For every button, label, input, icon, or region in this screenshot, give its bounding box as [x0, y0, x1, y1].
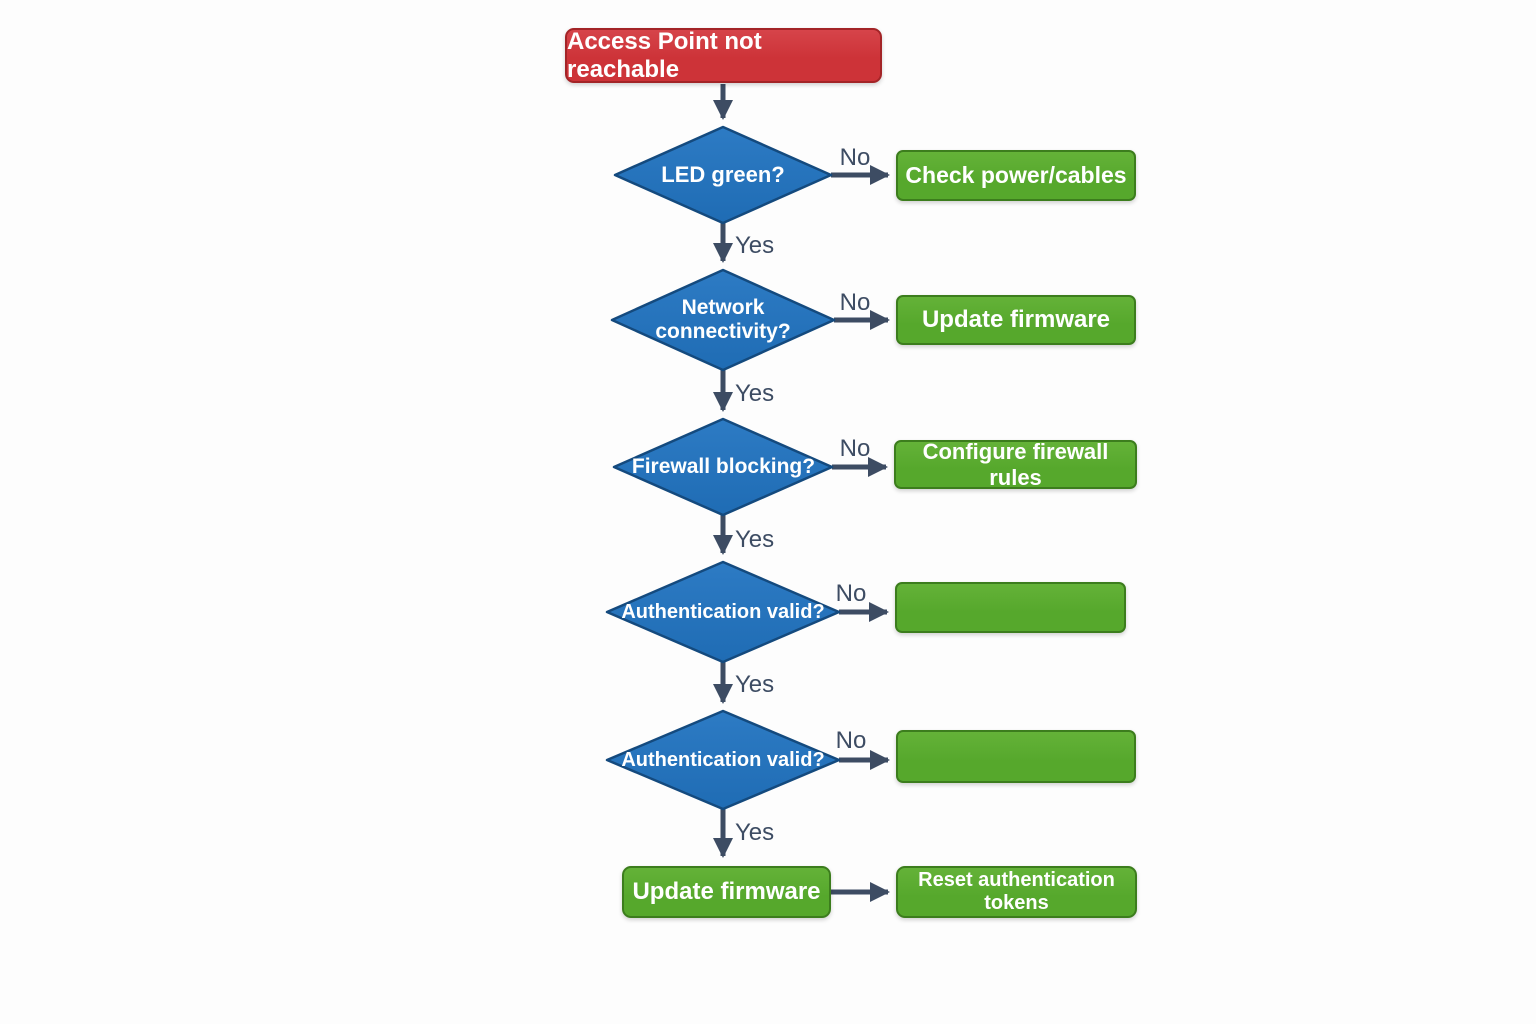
decision-diamond-authentication-1	[605, 560, 841, 664]
action-node-check-power-cables: Check power/cables	[896, 150, 1136, 201]
action-node-update-firmware: Update firmware	[896, 295, 1136, 345]
decision-diamond-network	[610, 268, 836, 372]
decision-label-authentication-1: Authentication valid?	[621, 600, 825, 623]
action-node-configure-firewall-rules: Configure firewall rules	[894, 439, 1137, 490]
edge-label-no-1: No	[839, 144, 871, 171]
edge-label-yes-4: Yes	[735, 671, 775, 698]
edge-label-no-4: No	[835, 580, 867, 607]
action-node-blank-2	[896, 730, 1136, 783]
start-node: Access Point not reachable	[565, 28, 882, 83]
final-node-reset-authentication-tokens: Reset authentication tokens	[896, 866, 1137, 918]
decision-diamond-firewall	[612, 417, 834, 517]
edge-label-yes-1: Yes	[735, 232, 775, 259]
decision-diamond-authentication-2	[605, 709, 841, 811]
decision-label-firewall: Firewall blocking?	[631, 454, 816, 478]
edge-label-yes-3: Yes	[735, 526, 775, 553]
decision-label-network: Network connectivity?	[655, 295, 791, 343]
action-node-blank-1	[895, 582, 1126, 633]
decision-label-authentication-2: Authentication valid?	[621, 748, 825, 771]
edge-label-no-5: No	[835, 727, 867, 754]
decision-diamond-led-green	[613, 125, 833, 225]
edge-label-yes-2: Yes	[735, 380, 775, 407]
decision-label-led-green: LED green?	[661, 162, 785, 188]
final-node-update-firmware: Update firmware	[622, 866, 831, 918]
edge-label-no-3: No	[839, 435, 871, 462]
edge-label-yes-5: Yes	[735, 819, 775, 846]
edge-label-no-2: No	[839, 289, 871, 316]
